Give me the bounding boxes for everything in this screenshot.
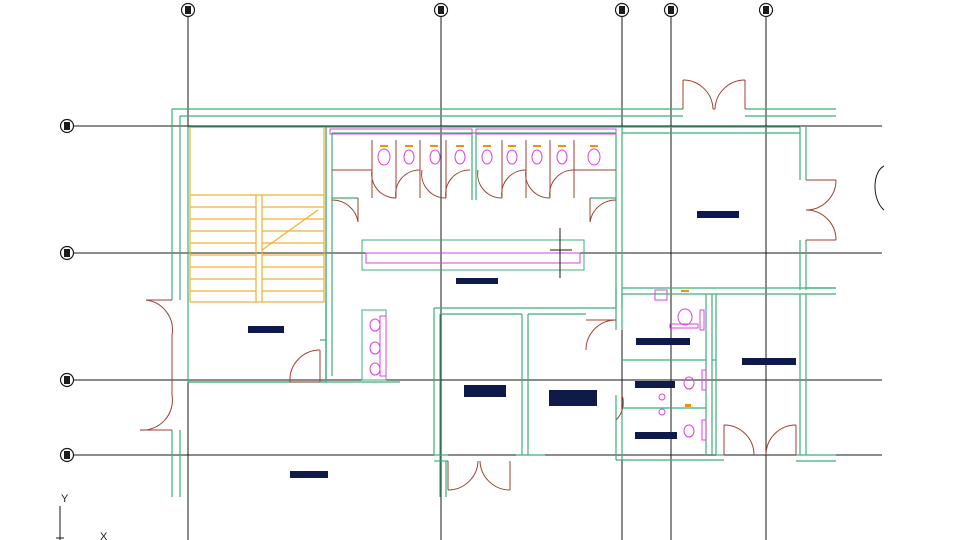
wc-icon <box>531 149 543 165</box>
wc-icon <box>481 149 493 165</box>
ucs-y-label: Y <box>61 493 69 505</box>
urinal-bay <box>361 309 387 381</box>
staircase <box>189 128 325 303</box>
wc-icon <box>506 149 518 165</box>
basin-icon <box>658 408 666 416</box>
room-tag <box>248 326 284 333</box>
wc-icon <box>454 149 466 165</box>
doors <box>139 79 837 491</box>
wc-icon <box>369 318 381 332</box>
grid-bubble-cores <box>64 6 769 459</box>
wc-icon <box>429 149 441 165</box>
wc-icon <box>677 308 693 326</box>
wc-icon <box>556 149 568 165</box>
vanity-counter <box>361 228 585 278</box>
room-tag <box>742 358 796 365</box>
wc-icon <box>587 148 601 166</box>
room-tag <box>636 338 690 345</box>
walls <box>171 108 836 497</box>
accessible-wc-fixtures <box>654 289 707 441</box>
stair-treads-right <box>262 206 324 292</box>
wc-pans <box>369 148 695 438</box>
room-tag <box>697 211 739 218</box>
room-tag <box>635 381 675 388</box>
curved-wall-fragment <box>874 165 885 211</box>
room-tag <box>464 385 506 397</box>
wc-icon <box>369 341 381 355</box>
room-tag <box>635 432 677 439</box>
cistern-markers <box>380 145 691 407</box>
room-tags <box>248 211 796 478</box>
ucs-x-label: X <box>100 531 108 540</box>
stair-treads-left <box>190 206 256 292</box>
wc-icon <box>403 149 415 165</box>
basin-icon <box>658 393 666 401</box>
stair-direction-arrow <box>261 209 319 251</box>
urinal-trough <box>329 128 617 135</box>
room-tag <box>290 471 328 478</box>
wc-icon <box>683 424 695 438</box>
room-tag <box>549 390 597 406</box>
wc-icon <box>377 148 391 166</box>
wc-icon <box>683 376 695 390</box>
ucs-axis-icon <box>56 506 64 540</box>
wc-icon <box>369 362 381 376</box>
grid-bubbles <box>59 2 774 463</box>
room-tag <box>456 278 498 284</box>
